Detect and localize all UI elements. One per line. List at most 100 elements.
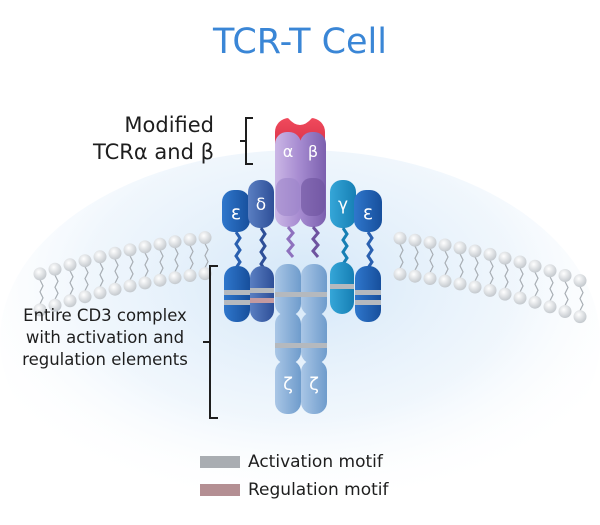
membrane-bead — [198, 267, 212, 281]
membrane-bead — [93, 250, 107, 264]
membrane-bead — [393, 267, 407, 281]
epsilon-right-label: ε — [363, 202, 373, 224]
membrane-bead — [423, 272, 437, 285]
membrane-lipid-tail — [474, 256, 479, 282]
membrane-bead — [438, 238, 452, 252]
membrane-bead — [393, 231, 407, 245]
membrane-bead — [198, 231, 212, 245]
membrane-bead — [123, 243, 137, 257]
membrane-lipid-tail — [99, 262, 104, 288]
cd3-intracellular — [224, 262, 381, 322]
cd3-epsilon-right: ε — [354, 190, 382, 232]
membrane-bead — [573, 310, 587, 324]
membrane-bead — [138, 276, 152, 290]
membrane-bead — [48, 298, 62, 312]
regulation-swatch — [200, 484, 240, 496]
membrane-bead — [558, 269, 572, 282]
membrane-bead — [168, 271, 182, 285]
membrane-bead — [123, 279, 137, 293]
membrane-bead — [408, 269, 422, 283]
membrane-bead — [438, 274, 452, 288]
membrane-bead — [453, 277, 467, 291]
cd3-delta: δ — [248, 180, 274, 228]
membrane-lipid-tail — [39, 279, 44, 305]
cd3-label-line3: regulation elements — [22, 350, 188, 369]
membrane-bead — [558, 305, 572, 318]
modified-tcr-label: Modified TCRα and β — [70, 112, 214, 166]
membrane-bead — [63, 294, 77, 308]
membrane-bead — [528, 295, 542, 309]
page-title: TCR-T Cell — [212, 22, 387, 62]
membrane-bead — [513, 291, 527, 305]
membrane-bead — [483, 283, 497, 297]
membrane-bead — [78, 290, 92, 304]
membrane-lipid-tail — [549, 276, 554, 302]
cd3-gamma: γ — [330, 180, 356, 228]
membrane-lipid-tail — [414, 245, 419, 271]
membrane-lipid-tail — [159, 249, 164, 275]
bracket-modified-tcr — [240, 117, 253, 165]
membrane-bead — [498, 287, 512, 301]
membrane-lipid-tail — [444, 250, 449, 276]
membrane-lipid-tail — [564, 281, 569, 306]
membrane-bead — [138, 240, 152, 254]
membrane-bead — [573, 274, 587, 288]
beta-label: β — [308, 142, 318, 161]
membrane-lipid-tail — [459, 253, 464, 279]
membrane-bead — [48, 262, 62, 276]
cd3-zeta-dimer: ζ ζ — [275, 264, 327, 414]
membrane-lipid-tail — [174, 247, 179, 272]
gamma-label: γ — [338, 195, 348, 215]
membrane-bead — [498, 251, 512, 265]
activation-swatch — [200, 456, 240, 468]
membrane-bead — [513, 255, 527, 269]
membrane-lipid-tail — [144, 252, 149, 278]
legend-activation: Activation motif — [200, 452, 383, 472]
membrane-lipid-tail — [69, 270, 74, 296]
membrane-bead — [78, 254, 92, 268]
membrane-lipid-tail — [84, 266, 89, 291]
membrane-bead — [408, 233, 422, 247]
modified-tcr-label-line1: Modified — [124, 113, 214, 137]
membrane-bead — [453, 241, 467, 255]
membrane-lipid-tail — [489, 260, 494, 285]
zeta-right-label: ζ — [309, 374, 319, 395]
membrane-lipid-tail — [504, 263, 509, 289]
regulation-legend-label: Regulation motif — [248, 480, 389, 500]
modified-tcr-label-line2: TCRα and β — [93, 140, 214, 164]
delta-label: δ — [256, 195, 266, 215]
cd3-label-line2: with activation and — [25, 328, 185, 347]
membrane-lipid-tail — [189, 245, 194, 270]
cd3-epsilon-left: ε — [222, 190, 250, 232]
membrane-lipid-tail — [579, 286, 584, 311]
legend-regulation: Regulation motif — [200, 480, 389, 500]
epsilon-left-label: ε — [231, 202, 241, 224]
membrane-lipid-tail — [204, 243, 209, 268]
tcr-alpha-beta: α β — [275, 118, 326, 227]
membrane-bead — [153, 273, 167, 287]
membrane-bead — [108, 246, 122, 260]
cd3-label-line1: Entire CD3 complex — [23, 306, 187, 325]
membrane-bead — [153, 237, 167, 251]
cell-membrane — [33, 231, 587, 324]
membrane-bead — [543, 264, 557, 278]
membrane-lipid-tail — [54, 274, 59, 300]
membrane-lipid-tail — [399, 243, 404, 269]
membrane-bead — [423, 236, 437, 249]
membrane-bead — [528, 259, 542, 273]
membrane-bead — [33, 303, 47, 317]
membrane-lipid-tail — [129, 255, 134, 281]
membrane-bead — [63, 258, 77, 272]
activation-legend-label: Activation motif — [248, 452, 383, 472]
membrane-bead — [468, 244, 482, 258]
membrane-bead — [543, 300, 557, 314]
membrane-bead — [183, 269, 197, 282]
membrane-lipid-tail — [519, 267, 524, 293]
bracket-cd3-complex — [203, 265, 218, 419]
membrane-lipid-tail — [534, 271, 539, 297]
membrane-bead — [468, 280, 482, 294]
membrane-lipid-tail — [429, 248, 434, 273]
membrane-bead — [108, 282, 122, 296]
